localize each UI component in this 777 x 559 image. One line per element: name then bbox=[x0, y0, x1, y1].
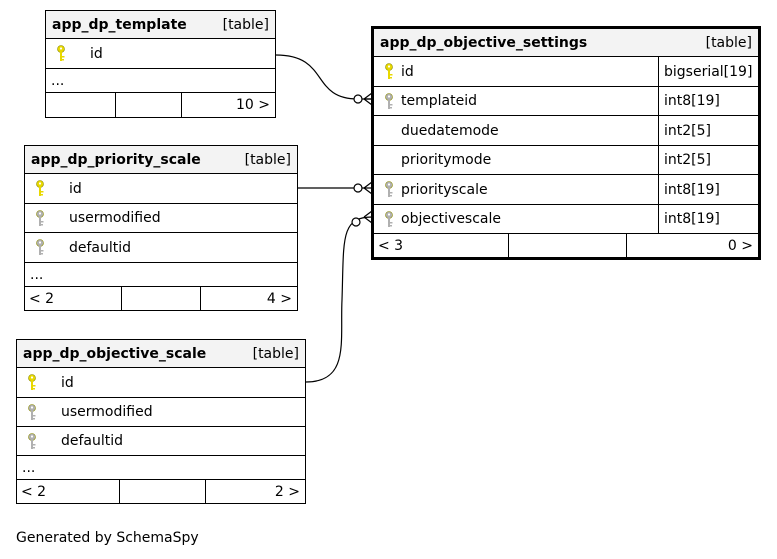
column-name: objectivescale bbox=[401, 211, 502, 227]
foreign-key-icon bbox=[25, 403, 39, 423]
relationship-template-crowfoot bbox=[363, 92, 373, 106]
table-footer: 10 > bbox=[46, 93, 275, 117]
foreign-key-icon bbox=[33, 209, 47, 229]
column-name: usermodified bbox=[61, 404, 153, 420]
column-name: id bbox=[69, 180, 82, 197]
column-row-usermodified[interactable]: usermodified bbox=[25, 204, 297, 233]
footer-children-count: 10 > bbox=[236, 97, 270, 113]
foreign-key-icon bbox=[382, 180, 396, 200]
column-row-defaultid[interactable]: defaultid bbox=[17, 427, 305, 456]
footer-children-count: 4 > bbox=[266, 290, 292, 307]
table-name: app_dp_priority_scale bbox=[31, 151, 201, 168]
relationship-priority-scale-optional-mark bbox=[353, 183, 363, 193]
column-row-id[interactable]: id bbox=[25, 174, 297, 204]
more-columns-indicator: ... bbox=[25, 263, 297, 287]
table-app-dp-template[interactable]: app_dp_template [table] id ... 10 > bbox=[45, 10, 276, 118]
foreign-key-icon bbox=[25, 432, 39, 452]
footer-children-count: 0 > bbox=[727, 237, 753, 254]
foreign-key-icon bbox=[33, 238, 47, 258]
table-name: app_dp_objective_settings bbox=[380, 34, 588, 51]
table-header: app_dp_template [table] bbox=[46, 11, 275, 39]
column-datatype: bigserial[19] bbox=[658, 57, 758, 86]
table-app-dp-priority-scale[interactable]: app_dp_priority_scale [table] id usermod… bbox=[24, 145, 298, 311]
relationship-objective-scale-optional-mark bbox=[351, 217, 361, 227]
table-header: app_dp_objective_settings [table] bbox=[374, 29, 758, 57]
column-name: defaultid bbox=[69, 239, 132, 256]
generated-by-label: Generated by SchemaSpy bbox=[16, 530, 199, 546]
column-row-priorityscale[interactable]: priorityscale int8[19] bbox=[374, 175, 758, 205]
relationship-objective-scale-line bbox=[305, 216, 373, 383]
footer-parents-count: < 3 bbox=[374, 234, 509, 257]
footer-middle bbox=[122, 287, 201, 310]
primary-key-icon bbox=[25, 373, 39, 393]
relationship-priority-scale-crowfoot bbox=[363, 181, 373, 195]
column-name: defaultid bbox=[61, 433, 124, 449]
table-footer: < 2 2 > bbox=[17, 480, 305, 503]
column-row-duedatemode[interactable]: duedatemode int2[5] bbox=[374, 116, 758, 146]
column-datatype: int8[19] bbox=[658, 87, 758, 115]
footer-parents-count: < 2 bbox=[17, 480, 120, 503]
table-header: app_dp_objective_scale [table] bbox=[17, 340, 305, 368]
column-row-objectivescale[interactable]: objectivescale int8[19] bbox=[374, 205, 758, 234]
footer-children-count: 2 > bbox=[274, 483, 300, 500]
more-columns-indicator: ... bbox=[17, 456, 305, 480]
table-type: [table] bbox=[705, 34, 752, 51]
column-datatype: int8[19] bbox=[658, 205, 758, 233]
relationship-objective-scale-crowfoot bbox=[363, 210, 373, 224]
column-row-prioritymode[interactable]: prioritymode int2[5] bbox=[374, 146, 758, 175]
footer-middle bbox=[116, 93, 182, 117]
column-datatype: int2[5] bbox=[658, 146, 758, 174]
table-footer: < 2 4 > bbox=[25, 287, 297, 310]
column-row-id[interactable]: id bigserial[19] bbox=[374, 57, 758, 87]
column-row-defaultid[interactable]: defaultid bbox=[25, 233, 297, 263]
primary-key-icon bbox=[33, 179, 47, 199]
column-row-id[interactable]: id bbox=[46, 39, 275, 69]
primary-key-icon bbox=[54, 44, 68, 64]
column-name: prioritymode bbox=[401, 152, 492, 168]
footer-parents-count: < 2 bbox=[25, 287, 122, 310]
column-name: duedatemode bbox=[401, 122, 499, 139]
foreign-key-icon bbox=[382, 92, 396, 112]
foreign-key-icon bbox=[382, 210, 396, 230]
column-datatype: int8[19] bbox=[658, 175, 758, 204]
footer-middle bbox=[120, 480, 206, 503]
column-name: templateid bbox=[401, 93, 477, 109]
table-app-dp-objective-settings[interactable]: app_dp_objective_settings [table] id big… bbox=[371, 26, 761, 260]
table-footer: < 3 0 > bbox=[374, 234, 758, 257]
relationship-template-line bbox=[275, 54, 372, 100]
column-row-usermodified[interactable]: usermodified bbox=[17, 398, 305, 427]
column-name: id bbox=[61, 374, 74, 391]
relationship-template-optional-mark bbox=[353, 94, 363, 104]
column-name: usermodified bbox=[69, 210, 161, 226]
column-datatype: int2[5] bbox=[658, 116, 758, 145]
table-header: app_dp_priority_scale [table] bbox=[25, 146, 297, 174]
table-name: app_dp_template bbox=[52, 16, 187, 33]
more-columns-indicator: ... bbox=[46, 69, 275, 93]
table-type: [table] bbox=[252, 345, 299, 362]
table-app-dp-objective-scale[interactable]: app_dp_objective_scale [table] id usermo… bbox=[16, 339, 306, 504]
column-row-id[interactable]: id bbox=[17, 368, 305, 398]
column-name: id bbox=[90, 45, 103, 62]
table-type: [table] bbox=[244, 151, 291, 168]
table-type: [table] bbox=[222, 16, 269, 33]
footer-middle bbox=[509, 234, 627, 257]
footer-parents-count bbox=[46, 93, 116, 117]
column-name: id bbox=[401, 63, 414, 80]
column-name: priorityscale bbox=[401, 181, 488, 198]
column-row-templateid[interactable]: templateid int8[19] bbox=[374, 87, 758, 116]
table-name: app_dp_objective_scale bbox=[23, 345, 207, 362]
primary-key-icon bbox=[382, 62, 396, 82]
